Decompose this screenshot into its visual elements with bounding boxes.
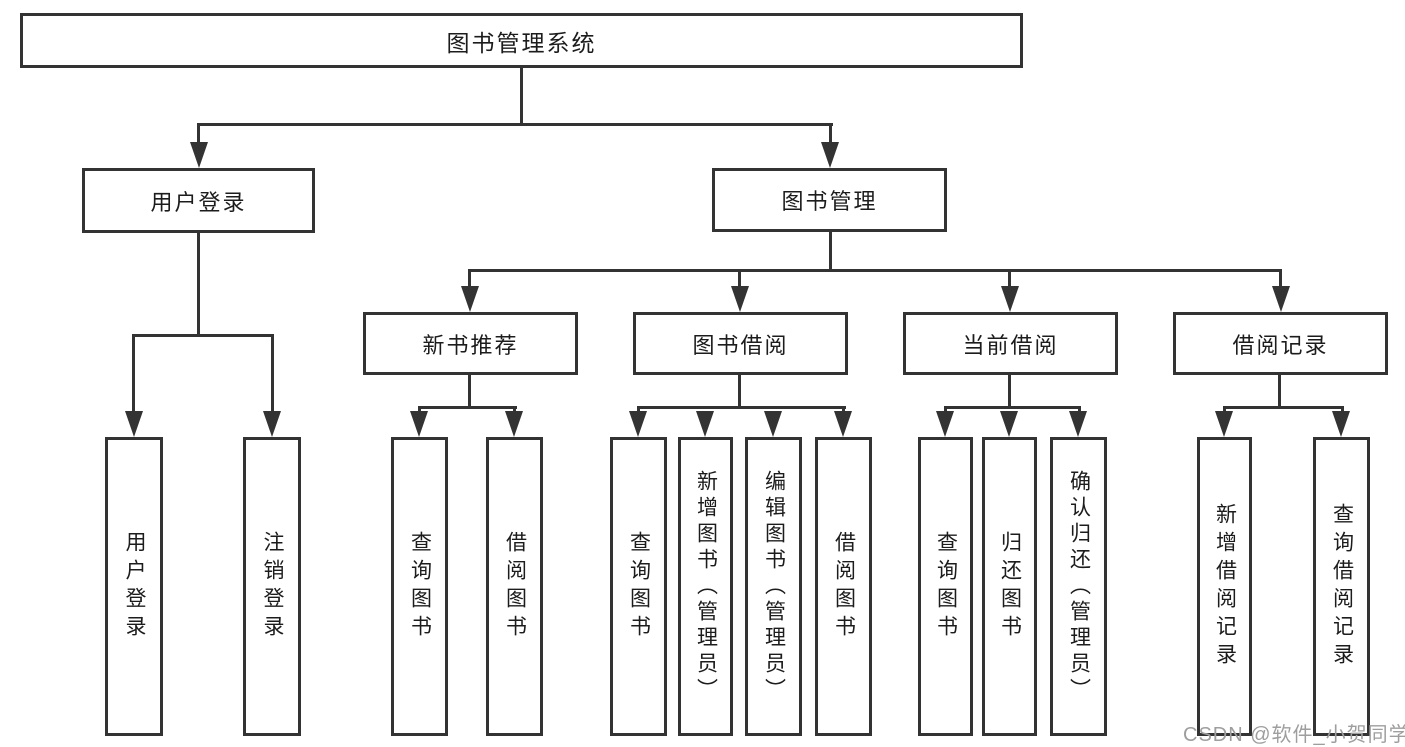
leaf-borrow-add-books-admin-label: 新增图书（管理员） [694, 469, 718, 704]
leaf-borrow-edit-books-admin: 编辑图书（管理员） [745, 437, 802, 736]
leaf-record-query-borrow-record-label: 查询借阅记录 [1330, 502, 1354, 671]
leaf-newbook-query-books: 查询图书 [391, 437, 448, 736]
connector-line [829, 123, 832, 148]
connector-line [1008, 375, 1011, 409]
leaf-current-query-books-label: 查询图书 [934, 530, 958, 643]
leaf-borrow-query-books-label: 查询图书 [627, 530, 651, 643]
node-root-label: 图书管理系统 [446, 29, 597, 56]
connector-line [637, 406, 640, 414]
leaf-logout-label: 注销登录 [261, 530, 284, 643]
arrowhead [629, 411, 647, 437]
connector-line [944, 406, 1081, 409]
leaf-record-query-borrow-record: 查询借阅记录 [1313, 437, 1370, 736]
node-current-borrow: 当前借阅 [903, 312, 1118, 375]
arrowhead [1000, 411, 1018, 437]
node-book-borrow-label: 图书借阅 [692, 332, 789, 358]
leaf-logout: 注销登录 [243, 437, 301, 736]
connector-line [132, 334, 135, 414]
connector-line [197, 123, 833, 126]
node-book-borrow: 图书借阅 [633, 312, 848, 375]
connector-line [132, 334, 274, 337]
leaf-borrow-borrow-books-label: 借阅图书 [832, 530, 856, 643]
connector-line [513, 406, 516, 414]
connector-line [1278, 375, 1281, 409]
node-borrow-record: 借阅记录 [1173, 312, 1388, 375]
connector-line [520, 68, 523, 126]
node-current-borrow-label: 当前借阅 [962, 332, 1059, 358]
node-new-book-recommend: 新书推荐 [363, 312, 578, 375]
connector-line [842, 406, 845, 414]
node-book-management-label: 图书管理 [781, 189, 878, 214]
connector-line [738, 375, 741, 409]
arrowhead [1001, 286, 1019, 312]
leaf-record-add-borrow-record: 新增借阅记录 [1197, 437, 1252, 736]
node-book-management: 图书管理 [712, 168, 947, 232]
leaf-current-confirm-return-admin-label: 确认归还（管理员） [1067, 469, 1091, 704]
node-user-login: 用户登录 [82, 168, 315, 233]
connector-line [1341, 406, 1344, 414]
arrowhead [764, 411, 782, 437]
arrowhead [1332, 411, 1350, 437]
arrowhead [1215, 411, 1233, 437]
arrowhead [263, 411, 281, 437]
connector-line [468, 269, 1282, 272]
leaf-record-add-borrow-record-label: 新增借阅记录 [1213, 502, 1237, 671]
connector-line [829, 232, 832, 272]
leaf-borrow-add-books-admin: 新增图书（管理员） [678, 437, 733, 736]
leaf-borrow-edit-books-admin-label: 编辑图书（管理员） [762, 469, 786, 704]
leaf-user-login: 用户登录 [105, 437, 163, 736]
connector-line [1279, 269, 1282, 289]
arrowhead [696, 411, 714, 437]
leaf-newbook-query-books-label: 查询图书 [408, 530, 432, 643]
connector-line [1008, 269, 1011, 289]
arrowhead [190, 142, 208, 168]
csdn-watermark: CSDN @软件_小贺同学 [1183, 724, 1405, 746]
connector-line [468, 269, 471, 289]
leaf-borrow-query-books: 查询图书 [610, 437, 667, 736]
connector-line [1223, 406, 1226, 414]
arrowhead [731, 286, 749, 312]
connector-line [418, 406, 517, 409]
connector-line [944, 406, 947, 414]
leaf-current-query-books: 查询图书 [918, 437, 973, 736]
leaf-current-confirm-return-admin: 确认归还（管理员） [1050, 437, 1107, 736]
connector-line [1078, 406, 1081, 414]
connector-line [468, 375, 471, 409]
node-new-book-recommend-label: 新书推荐 [422, 332, 519, 358]
arrowhead [125, 411, 143, 437]
arrowhead [461, 286, 479, 312]
leaf-newbook-borrow-books-label: 借阅图书 [503, 530, 527, 643]
connector-line [738, 269, 741, 289]
arrowhead [936, 411, 954, 437]
arrowhead [410, 411, 428, 437]
arrowhead [821, 142, 839, 168]
node-root: 图书管理系统 [20, 13, 1023, 68]
arrowhead [1272, 286, 1290, 312]
connector-line [197, 123, 200, 148]
node-borrow-record-label: 借阅记录 [1232, 332, 1329, 358]
connector-line [271, 334, 274, 414]
connector-line [637, 406, 846, 409]
leaf-borrow-borrow-books: 借阅图书 [815, 437, 872, 736]
connector-line [1223, 406, 1344, 409]
leaf-newbook-borrow-books: 借阅图书 [486, 437, 543, 736]
arrowhead [834, 411, 852, 437]
connector-line [197, 232, 200, 337]
node-user-login-label: 用户登录 [150, 189, 247, 215]
connector-line [418, 406, 421, 414]
leaf-current-return-books: 归还图书 [982, 437, 1037, 736]
leaf-current-return-books-label: 归还图书 [998, 530, 1022, 643]
arrowhead [1069, 411, 1087, 437]
arrowhead [505, 411, 523, 437]
leaf-user-login-label: 用户登录 [123, 530, 146, 643]
